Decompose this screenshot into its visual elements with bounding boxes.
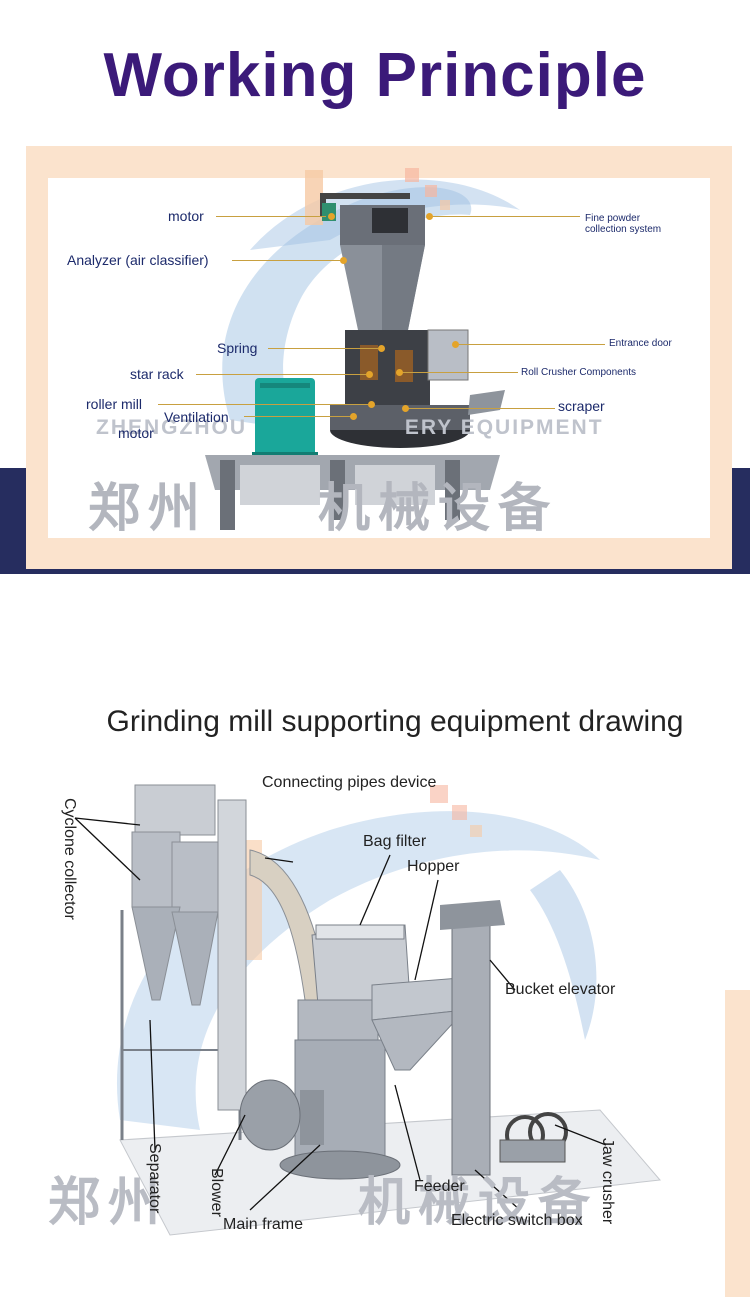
label-jaw-crusher: Jaw crusher [598,1138,616,1224]
label-bag-filter: Bag filter [363,833,426,851]
label-cyclone-collector: Cyclone collector [60,798,78,920]
label-main-frame: Main frame [223,1216,303,1234]
label-bucket-elevator: Bucket elevator [505,981,615,999]
label-electric-switch-box: Electric switch box [451,1212,583,1230]
label-blower: Blower [207,1168,225,1217]
label-feeder: Feeder [414,1178,465,1196]
label-hopper: Hopper [407,858,459,876]
label-separator: Separator [145,1143,163,1213]
label-connecting-pipes: Connecting pipes device [262,774,436,792]
